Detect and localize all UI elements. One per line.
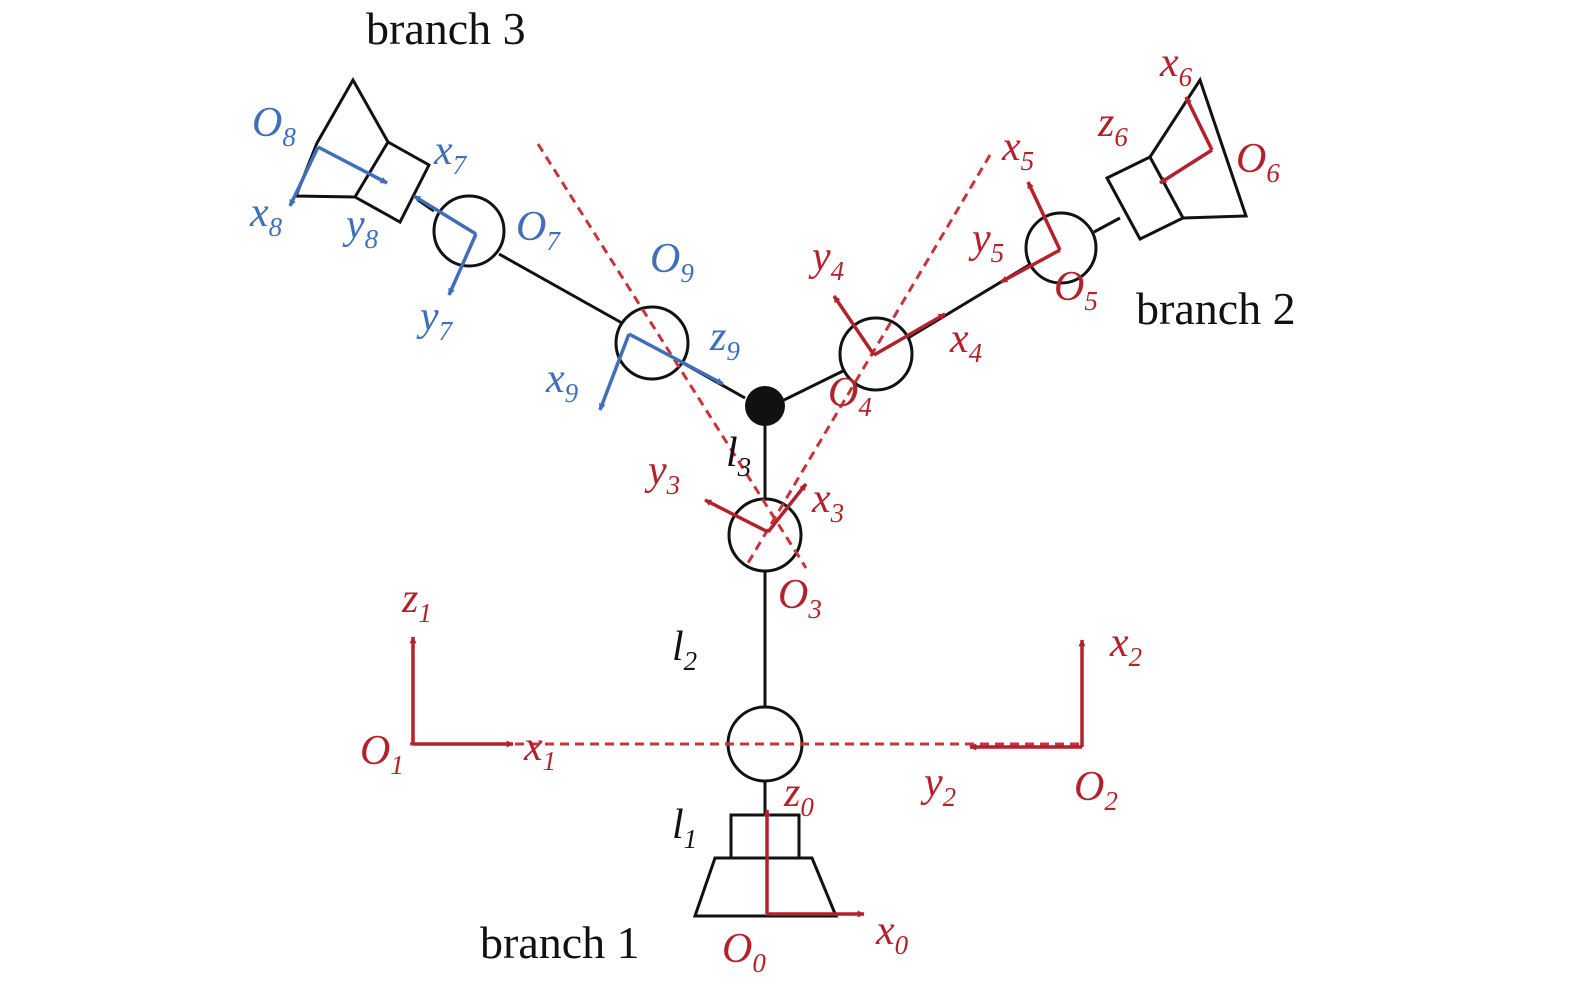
label-x0: x0 xyxy=(875,908,909,960)
base-block xyxy=(729,813,801,860)
joint-o7 xyxy=(432,194,506,268)
center-hub xyxy=(745,386,785,426)
label-x8: x8 xyxy=(249,190,283,242)
joint-o9 xyxy=(614,305,690,381)
blue-frame-labels: O7 x7 y7 O8 x8 y8 O9 z9 x9 xyxy=(249,100,740,408)
axis-y4-arrow xyxy=(832,295,876,356)
blue-frames xyxy=(288,145,724,411)
link-label-l2: l2 xyxy=(672,624,697,676)
label-y4: y4 xyxy=(808,234,844,286)
axis-x9-arrow xyxy=(598,333,631,411)
axis-y8-arrow xyxy=(317,145,388,185)
axis-y5-arrow xyxy=(1000,248,1061,284)
link-hub-o4 xyxy=(783,368,846,402)
axis-y7-arrow xyxy=(447,233,478,296)
axis-x6-arrow xyxy=(1184,96,1214,151)
label-y7: y7 xyxy=(416,294,454,346)
axis-y3-arrow xyxy=(704,498,769,534)
label-x2: x2 xyxy=(1109,620,1142,672)
label-x4: x4 xyxy=(949,316,982,368)
axis-x4-arrow xyxy=(873,312,946,357)
label-o9: O9 xyxy=(650,236,694,288)
label-z6: z6 xyxy=(1097,100,1128,152)
label-z9: z9 xyxy=(709,314,740,366)
label-o3: O3 xyxy=(778,572,822,624)
gripper-right-jaw xyxy=(1148,76,1249,220)
label-x3: x3 xyxy=(811,476,844,528)
branch-3-label: branch 3 xyxy=(366,3,526,54)
gripper-right-block xyxy=(1104,155,1186,241)
axis-x8-arrow xyxy=(288,146,320,207)
label-y3: y3 xyxy=(644,448,680,500)
joint-o5 xyxy=(1024,211,1098,285)
label-x9: x9 xyxy=(545,356,579,408)
link-labels: l1 l2 l3 xyxy=(672,430,751,854)
label-o4: O4 xyxy=(828,370,872,422)
label-y8: y8 xyxy=(342,202,379,254)
label-x6: x6 xyxy=(1159,40,1193,92)
link-o9-o7 xyxy=(498,252,623,325)
label-z0: z0 xyxy=(783,770,814,822)
axis-z9-arrow xyxy=(628,332,724,386)
label-y5: y5 xyxy=(968,216,1004,268)
label-o1: O1 xyxy=(360,728,404,780)
dashed-left-diagonal xyxy=(536,143,808,569)
dashed-right-diagonal xyxy=(746,154,992,564)
label-o5: O5 xyxy=(1054,264,1098,316)
label-x1: x1 xyxy=(523,724,556,776)
link-label-l1: l1 xyxy=(672,802,697,854)
link-label-l3: l3 xyxy=(726,430,751,482)
branch-1-label: branch 1 xyxy=(480,917,640,968)
red-frame-labels: O0 x0 z0 O1 x1 z1 O2 x2 y2 O3 x3 y3 O4 x… xyxy=(360,40,1280,978)
label-z1: z1 xyxy=(401,576,432,628)
label-y2: y2 xyxy=(920,760,956,812)
label-o6: O6 xyxy=(1236,136,1280,188)
label-o8: O8 xyxy=(252,100,296,152)
link-o5-gripper xyxy=(1093,216,1121,234)
label-o0: O0 xyxy=(722,926,766,978)
label-x5: x5 xyxy=(1001,124,1034,176)
label-o7: O7 xyxy=(516,204,561,256)
axis-x7-arrow xyxy=(413,194,477,236)
axis-x3-arrow xyxy=(766,482,808,534)
label-o2: O2 xyxy=(1074,764,1118,816)
axis-x5-arrow xyxy=(1026,181,1062,251)
joint-o4 xyxy=(838,316,914,392)
label-x7: x7 xyxy=(433,128,468,180)
gripper-left-block xyxy=(352,139,431,225)
branch-2-label: branch 2 xyxy=(1136,283,1296,334)
axis-z6-arrow xyxy=(1159,148,1213,185)
gripper-left-jaw xyxy=(293,76,390,199)
red-frames xyxy=(409,96,1214,918)
